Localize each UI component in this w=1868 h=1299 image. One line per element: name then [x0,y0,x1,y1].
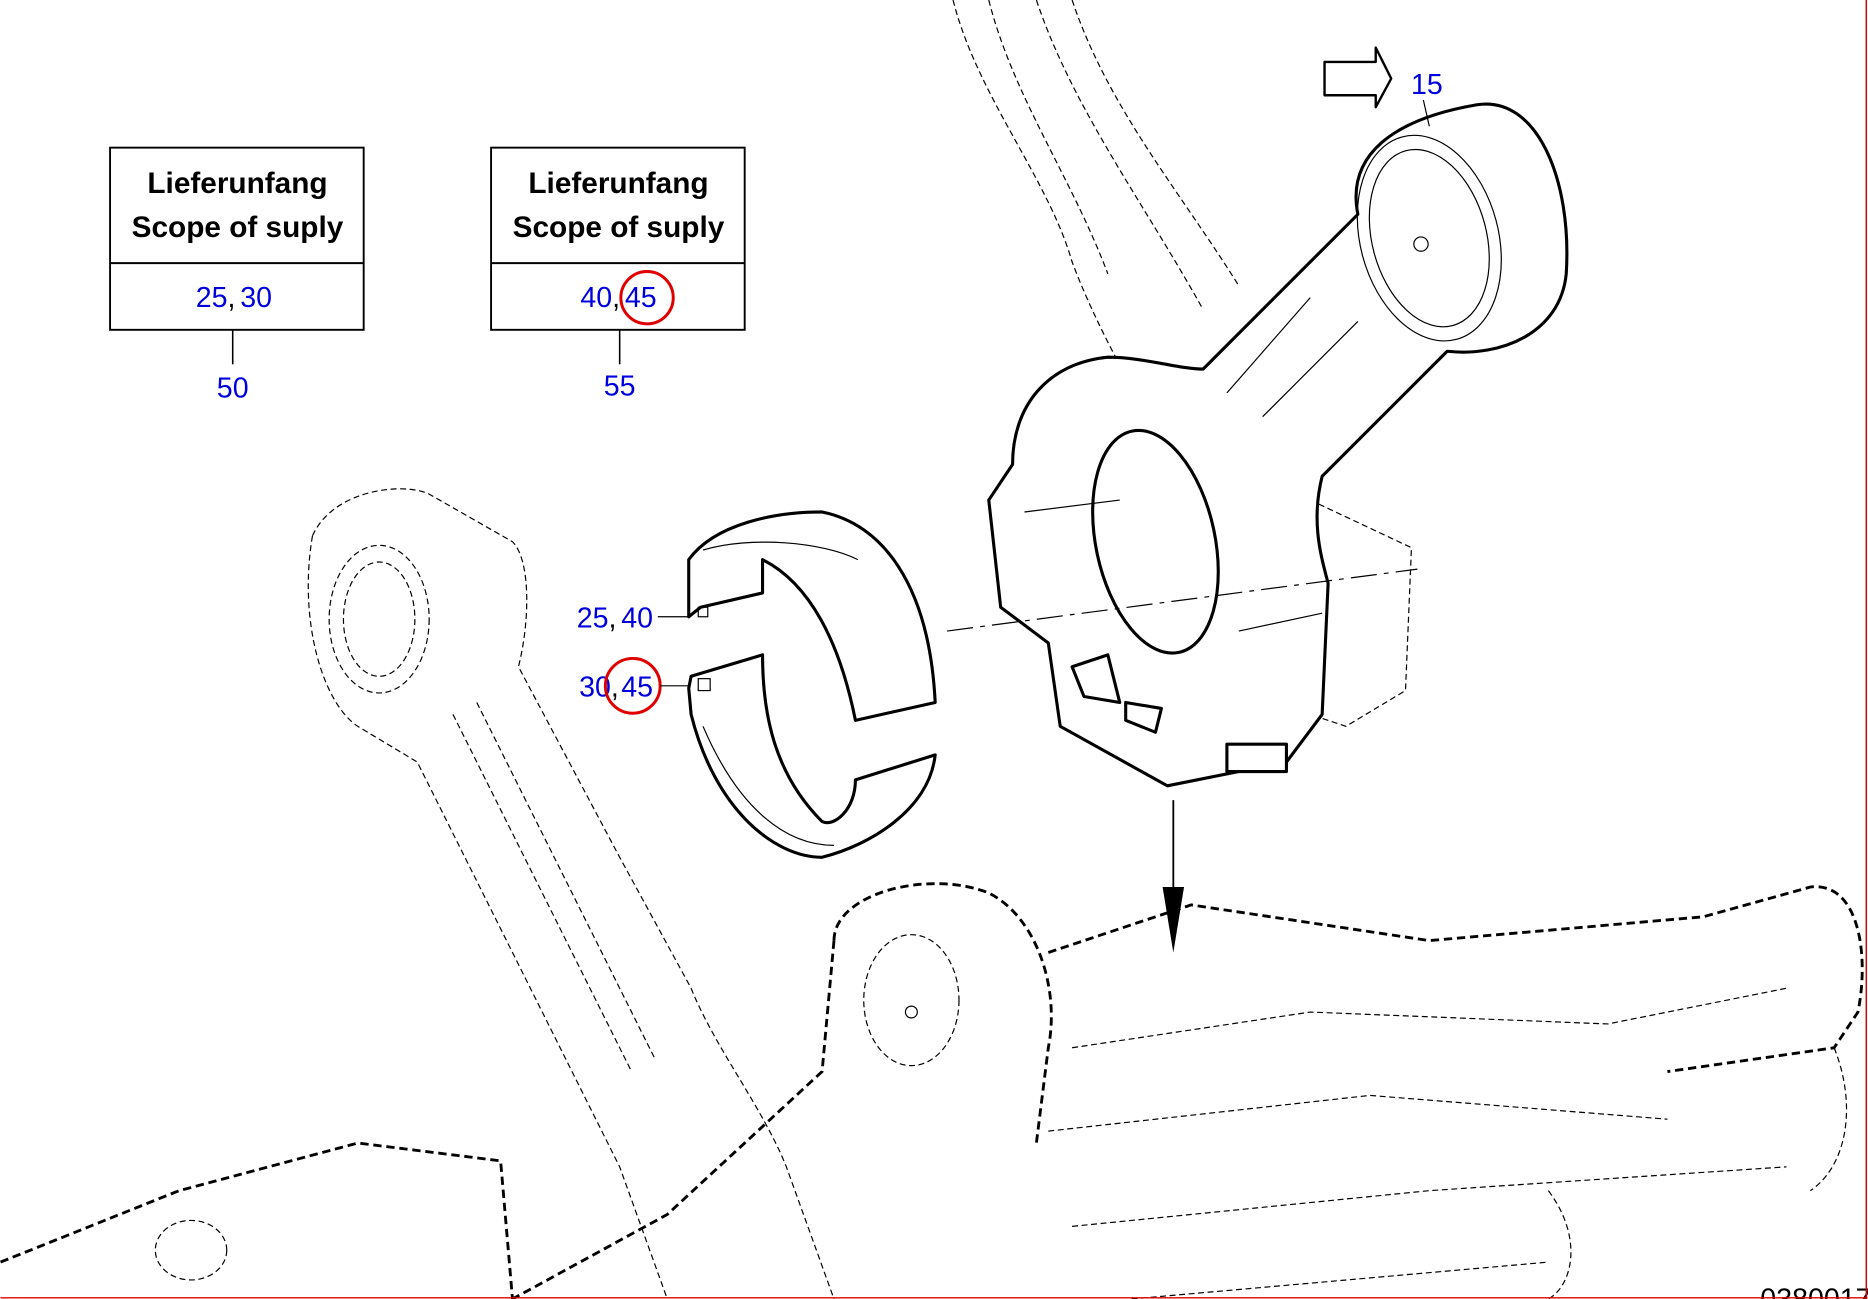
drawing-number: 03800171b [1760,1284,1868,1299]
svg-text:30,45: 30,45 [579,672,653,704]
scope-title-en: Scope of suply [132,211,344,244]
scope-box-2: Lieferunfang Scope of suply 40,45 55 [490,146,746,402]
svg-text:25,40: 25,40 [577,602,653,634]
scope-title-de: Lieferunfang [528,167,708,200]
callout-lower-shell: 30,45 [579,656,689,715]
svg-text:40,45: 40,45 [580,282,656,314]
scope-box-1: Lieferunfang Scope of suply 25,30 50 [109,146,365,405]
callout-50: 50 [217,373,249,405]
scope-title-de: Lieferunfang [147,167,327,200]
ghost-connecting-rod [307,488,835,1299]
scope-item: 40 [580,282,612,314]
connecting-rod [987,102,1569,788]
bearing-shell-upper [687,510,937,722]
svg-text:25,30: 25,30 [196,282,272,314]
scope-item-highlighted: 45 [625,282,657,314]
callout-55: 55 [604,370,636,402]
scope-item: 25 [196,282,228,314]
install-direction-arrow-icon [1162,800,1185,953]
scope-title-en: Scope of suply [513,211,725,244]
callout-15: 15 [1411,69,1443,101]
view-direction-arrow-icon [1323,46,1393,109]
highlight-circle [619,269,675,326]
callout-upper-shell: 25,40 [577,602,689,634]
ghost-crankshaft [0,882,1864,1299]
bearing-shell-lower [687,606,937,859]
scope-item: 30 [240,282,272,314]
center-axis [947,568,1418,632]
